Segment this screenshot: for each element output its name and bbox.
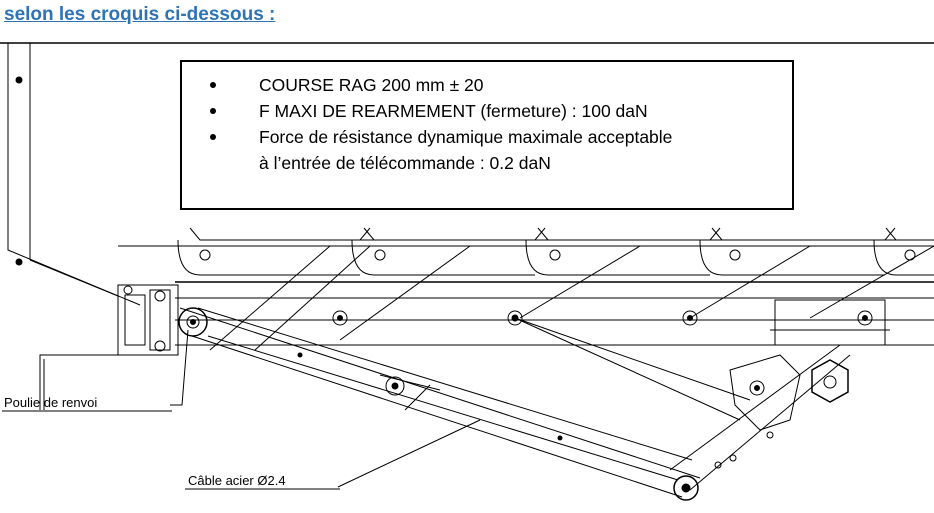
- main-arm: [178, 307, 701, 501]
- pulley-label: Poulie de renvoi: [4, 395, 98, 410]
- frame-housing: [7, 43, 141, 306]
- note-text: F MAXI DE REARMEMENT (fermeture) : 100 d…: [259, 101, 648, 121]
- pivot-points: [199, 249, 916, 326]
- note-text: COURSE RAG 200 mm ± 20: [259, 75, 484, 95]
- section-heading: selon les croquis ci-dessous :: [4, 4, 276, 25]
- note-item: Force de résistance dynamique maximale a…: [208, 124, 782, 176]
- note-item: F MAXI DE REARMEMENT (fermeture) : 100 d…: [208, 98, 782, 124]
- notes-list: COURSE RAG 200 mm ± 20 F MAXI DE REARMEM…: [208, 72, 782, 176]
- cable-label: Câble acier Ø2.4: [188, 473, 286, 488]
- note-text: Force de résistance dynamique maximale a…: [259, 127, 673, 147]
- pulley-wheel: [178, 307, 208, 337]
- ground-line: [39, 354, 118, 410]
- secondary-arm: [514, 299, 890, 491]
- arm-end-wheel: [673, 475, 699, 501]
- note-continuation: à l’entrée de télécommande : 0.2 daN: [259, 153, 551, 173]
- note-item: COURSE RAG 200 mm ± 20: [208, 72, 782, 98]
- pulley-bracket: [117, 284, 179, 356]
- specification-notes: COURSE RAG 200 mm ± 20 F MAXI DE REARMEM…: [180, 60, 794, 210]
- slat-group: [177, 227, 934, 276]
- cable-leader: [337, 419, 481, 488]
- pulley-leader: [170, 329, 189, 406]
- housing-bolt-bottom: [15, 258, 23, 266]
- housing-bolt-top: [15, 76, 23, 84]
